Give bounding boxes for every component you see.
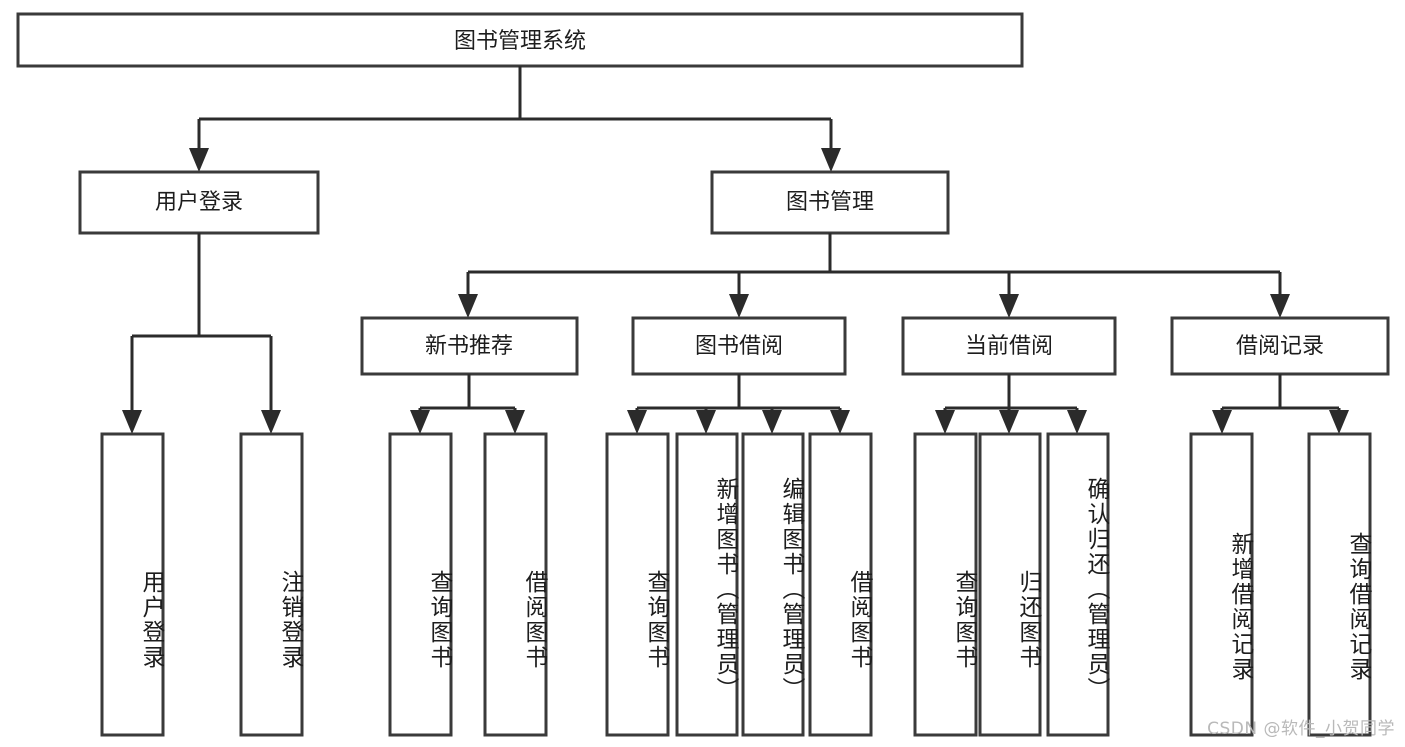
- arrow-head-borrow-record: [1270, 294, 1290, 318]
- connector-new-book-to-leaves: [410, 374, 525, 434]
- leaf-box-cb-return[interactable]: [978, 432, 1042, 737]
- connector-borrow-record-to-leaves: [1212, 374, 1349, 434]
- root-box[interactable]: [16, 12, 1024, 68]
- node-new-book-recommend[interactable]: 新书推荐: [360, 316, 579, 376]
- node-root[interactable]: 图书管理系统: [16, 12, 1024, 68]
- borrow-record-label: 借阅记录: [1236, 334, 1324, 359]
- arrow-head-book-borrow: [729, 294, 749, 318]
- leaf-box-cb-query[interactable]: [913, 432, 978, 737]
- node-book-manage[interactable]: 图书管理: [710, 170, 950, 235]
- arrow-head-bb-query: [627, 410, 647, 434]
- leaf-box-br-query[interactable]: [1307, 432, 1372, 737]
- connector-user-login-to-leaves: [122, 233, 281, 434]
- arrow-head-cb-query: [935, 410, 955, 434]
- arrow-head-bb-edit: [762, 410, 782, 434]
- new-book-recommend-label: 新书推荐: [425, 334, 513, 359]
- arrow-head-cb-return: [999, 410, 1019, 434]
- current-borrow-label: 当前借阅: [965, 334, 1053, 359]
- leaf-box-cb-confirm[interactable]: [1046, 432, 1110, 737]
- leaf-box-logout[interactable]: [239, 432, 304, 737]
- csdn-watermark: CSDN @软件_小贺同学: [1207, 719, 1395, 739]
- connector-book-manage-to-level3: [458, 233, 1290, 318]
- connector-book-borrow-to-leaves: [627, 374, 850, 434]
- leaf-box-bb-borrow[interactable]: [808, 432, 873, 737]
- arrow-head-br-query: [1329, 410, 1349, 434]
- leaf-box-bb-add[interactable]: [675, 432, 739, 737]
- current-borrow-box[interactable]: [901, 316, 1117, 376]
- node-user-login[interactable]: 用户登录: [78, 170, 320, 235]
- root-label: 图书管理系统: [454, 29, 586, 54]
- arrow-head-br-add: [1212, 410, 1232, 434]
- new-book-recommend-box[interactable]: [360, 316, 579, 376]
- leaf-box-nb-query[interactable]: [388, 432, 453, 737]
- leaf-box-br-add[interactable]: [1189, 432, 1254, 737]
- book-borrow-box[interactable]: [631, 316, 847, 376]
- arrow-head-current-borrow: [999, 294, 1019, 318]
- book-manage-box[interactable]: [710, 170, 950, 235]
- leaf-box-bb-edit[interactable]: [741, 432, 805, 737]
- leaf-box-nb-borrow[interactable]: [483, 432, 548, 737]
- leaf-box-bb-query[interactable]: [605, 432, 670, 737]
- arrow-head-bb-borrow: [830, 410, 850, 434]
- node-borrow-record[interactable]: 借阅记录: [1170, 316, 1390, 376]
- node-book-borrow[interactable]: 图书借阅: [631, 316, 847, 376]
- arrow-head-leaf-user-login: [122, 410, 142, 434]
- connector-current-borrow-to-leaves: [935, 374, 1087, 434]
- book-manage-label: 图书管理: [786, 190, 874, 215]
- arrow-head-user-login: [189, 148, 209, 172]
- arrow-head-leaf-logout: [261, 410, 281, 434]
- arrow-head-nb-query: [410, 410, 430, 434]
- arrow-head-book-manage: [821, 148, 841, 172]
- arrow-head-cb-confirm: [1067, 410, 1087, 434]
- arrow-head-new-book: [458, 294, 478, 318]
- node-current-borrow[interactable]: 当前借阅: [901, 316, 1117, 376]
- book-borrow-label: 图书借阅: [695, 334, 783, 359]
- connector-root-to-level2: [189, 66, 841, 172]
- leaf-box-user-login[interactable]: [100, 432, 165, 737]
- user-login-label: 用户登录: [155, 190, 243, 215]
- borrow-record-box[interactable]: [1170, 316, 1390, 376]
- arrow-head-bb-add: [696, 410, 716, 434]
- arrow-head-nb-borrow: [505, 410, 525, 434]
